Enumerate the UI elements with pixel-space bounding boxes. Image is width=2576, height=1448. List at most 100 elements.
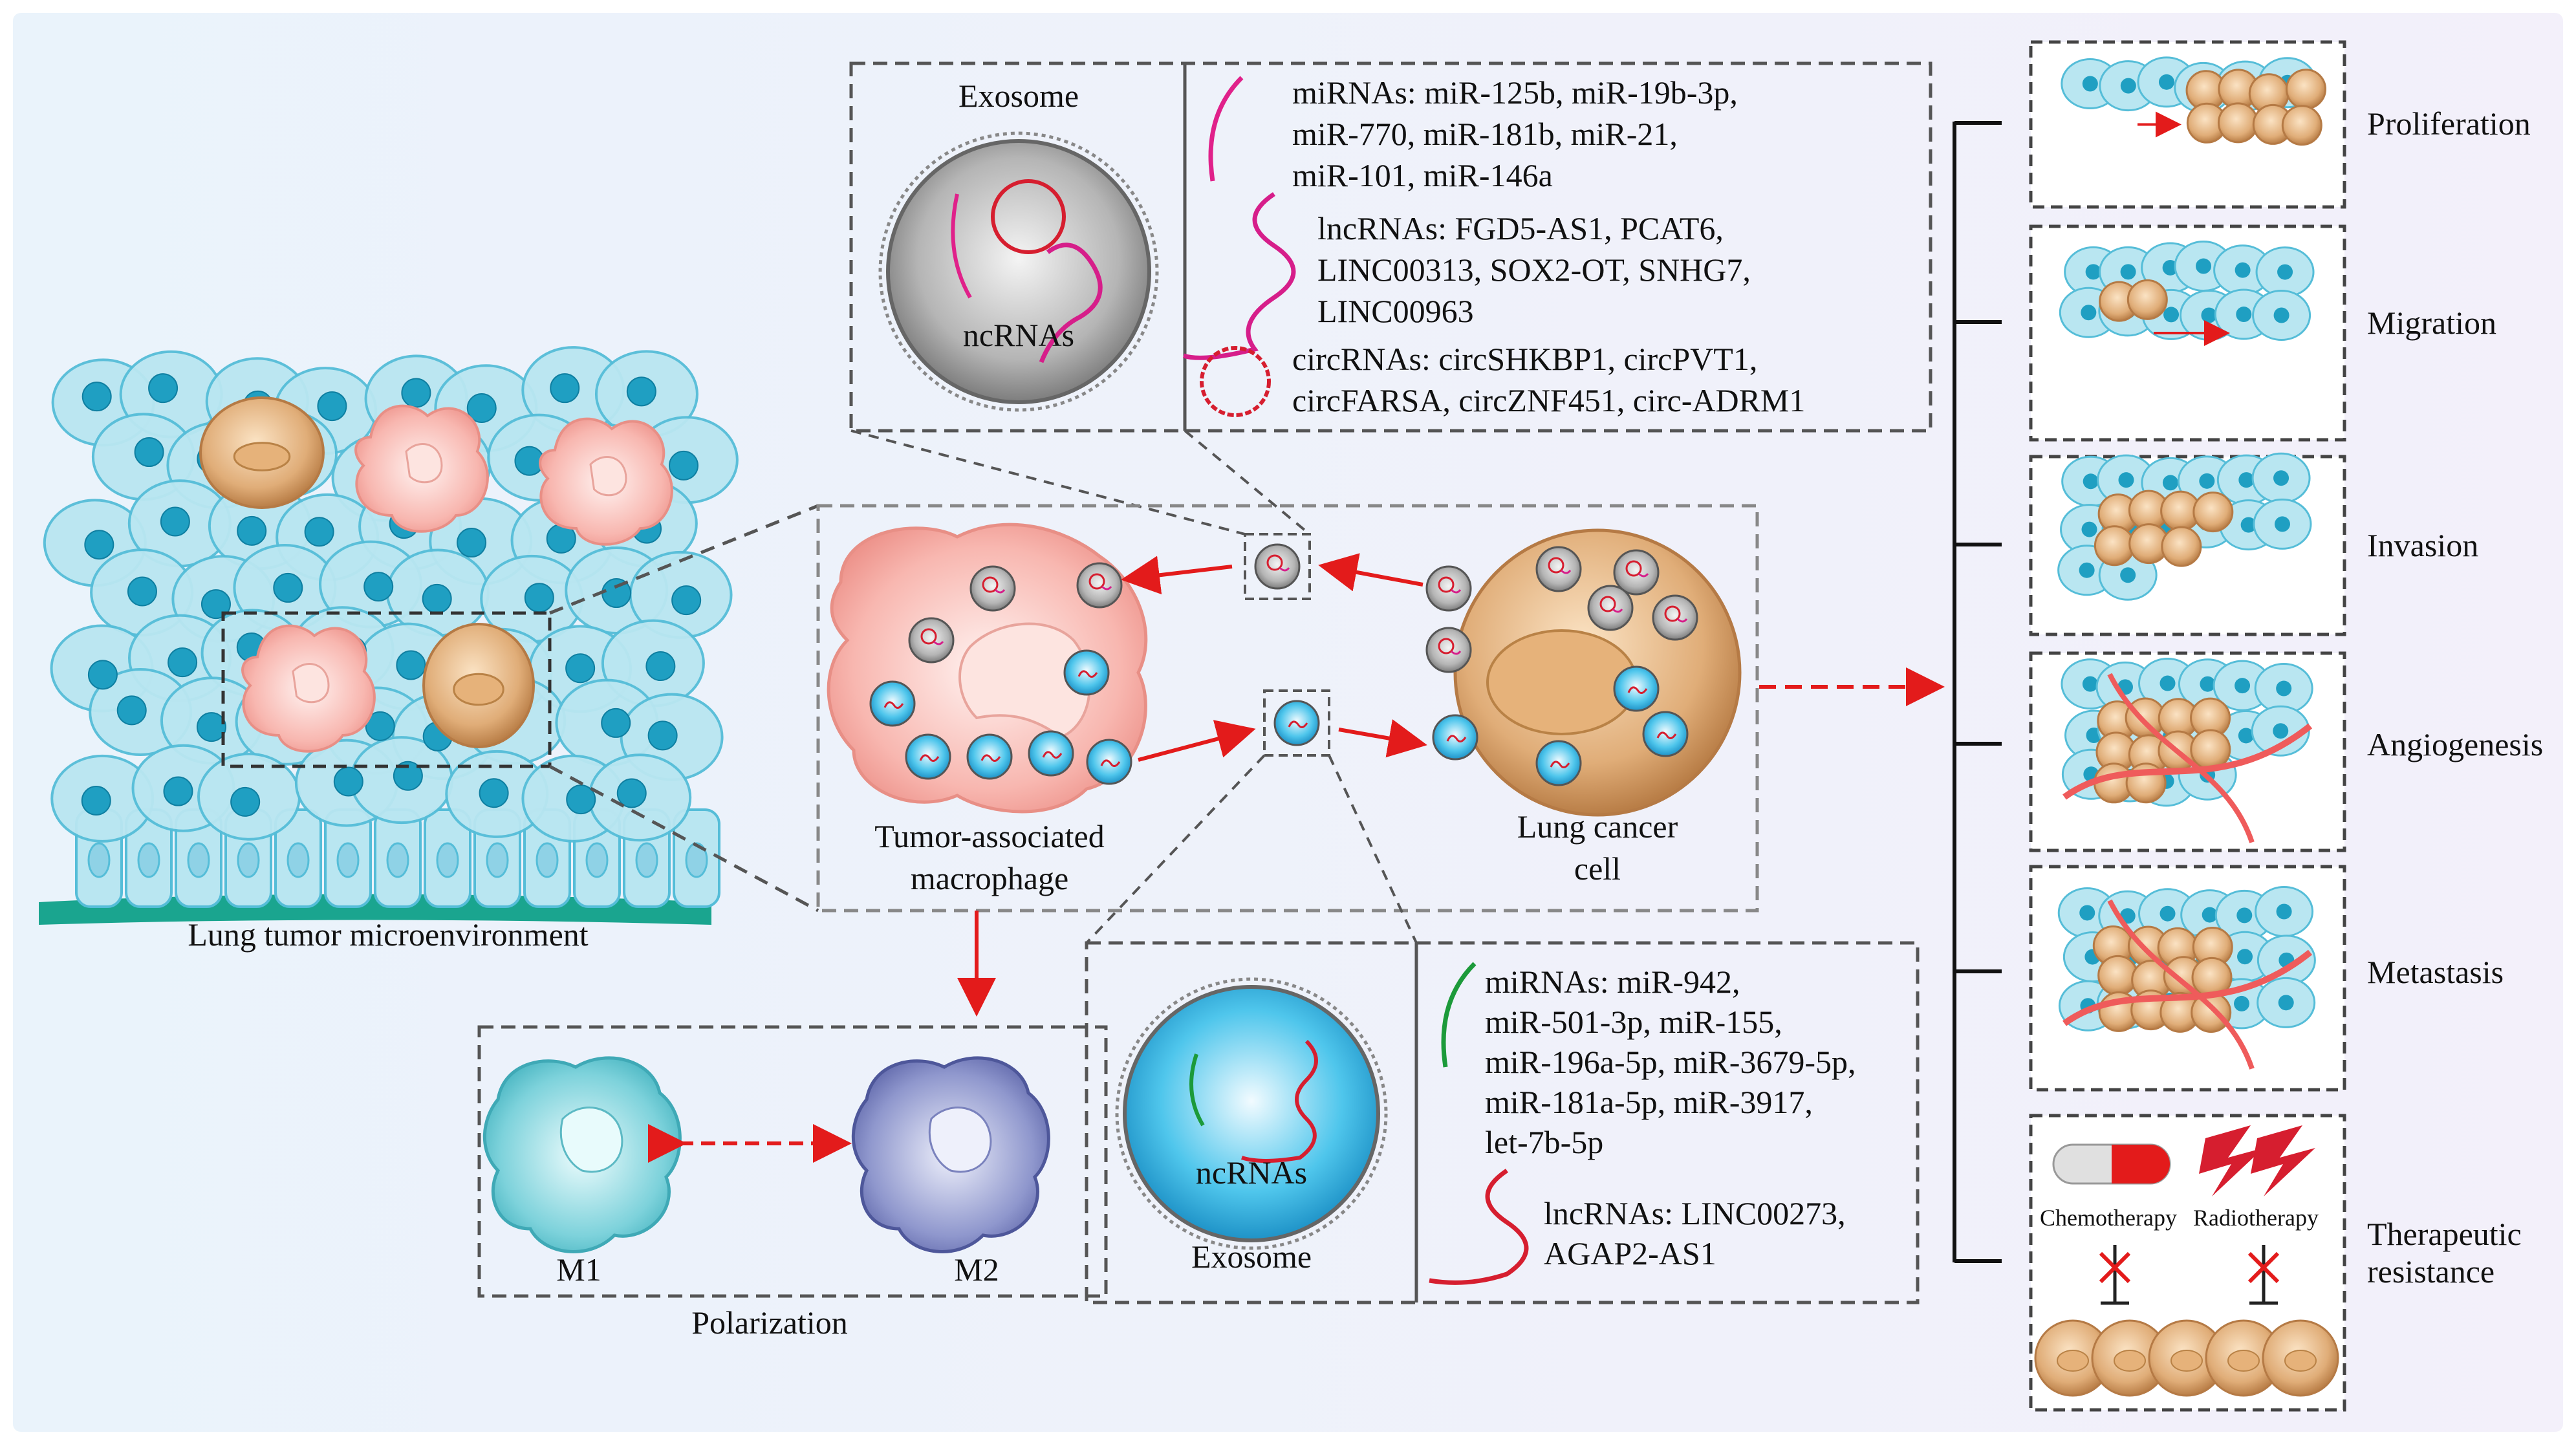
cell-interaction-panel <box>816 504 1759 913</box>
cell-nucleus <box>405 443 443 484</box>
cell-nucleus <box>479 778 509 808</box>
lncrna-line: LINC00313, SOX2-OT, SNHG7, <box>1317 252 1751 288</box>
cell-nucleus <box>2079 562 2095 578</box>
cell-nucleus <box>196 712 226 742</box>
tme-zoom-box <box>221 611 552 768</box>
cell-nucleus <box>237 515 267 546</box>
outcome-cancer-cell <box>2127 279 2168 320</box>
cell-nucleus <box>163 776 193 806</box>
chemotherapy-label: Chemotherapy <box>2040 1205 2177 1231</box>
cell-nucleus <box>2082 676 2098 692</box>
cell-nucleus <box>84 530 114 560</box>
cell-nucleus <box>2274 516 2290 532</box>
lcc-label-line2: cell <box>1574 850 1621 887</box>
cell-nucleus <box>273 572 303 603</box>
cancer-exosome <box>1642 711 1689 757</box>
m1-macrophage <box>482 1056 682 1253</box>
tme-label: Lung tumor microenvironment <box>188 916 588 953</box>
exosome-top-panel <box>849 61 1932 433</box>
cell-nucleus <box>2170 1350 2203 1372</box>
zoom-line-bottom <box>548 764 819 913</box>
cancer-exosome <box>1587 585 1634 631</box>
cell-nucleus <box>292 663 330 704</box>
cell-nucleus <box>2235 678 2251 694</box>
cell-nucleus <box>336 842 360 878</box>
cell-nucleus <box>669 450 699 481</box>
mirna-line: miRNAs: miR-125b, miR-19b-3p, <box>1292 74 1738 111</box>
outcome-cancer-cell <box>2190 729 2231 770</box>
cell-nucleus <box>2120 78 2136 94</box>
exosome-bottom-vesicle <box>1115 977 1388 1250</box>
cell-nucleus <box>671 585 702 616</box>
cancer-exosome <box>1613 665 1660 712</box>
cell-nucleus <box>635 842 658 878</box>
cell-nucleus <box>2227 1350 2260 1372</box>
cell-nucleus <box>168 647 198 678</box>
mirna-line: miR-196a-5p, miR-3679-5p, <box>1485 1044 1856 1080</box>
polarization-label: Polarization <box>691 1304 848 1341</box>
circrna-line: circRNAs: circSHKBP1, circPVT1, <box>1292 341 1757 377</box>
blocked-x-icon <box>2247 1251 2280 1284</box>
cell-nucleus <box>2159 905 2176 922</box>
cell-nucleus <box>148 373 179 404</box>
tam-exosome <box>908 617 955 664</box>
cell-nucleus <box>2202 907 2218 923</box>
cell-nucleus <box>626 376 656 407</box>
cell-nucleus <box>137 842 160 878</box>
exosome-top-vesicle <box>878 131 1159 412</box>
cell-nucleus <box>2273 723 2289 739</box>
lncrna-line: AGAP2-AS1 <box>1544 1235 1716 1271</box>
zoom-line-exo-bottom-left <box>1085 754 1266 944</box>
outcome-label: Metastasis <box>2367 954 2504 990</box>
cell-nucleus <box>2120 264 2136 280</box>
cell-nucleus <box>486 842 509 878</box>
cell-nucleus <box>601 708 631 738</box>
cell-nucleus <box>134 437 164 468</box>
circrna-line: circFARSA, circZNF451, circ-ADRM1 <box>1292 382 1805 418</box>
cell-nucleus <box>401 378 431 408</box>
mirna-line: miR-181a-5p, miR-3917, <box>1485 1084 1813 1120</box>
outcome-label: Invasion <box>2367 527 2478 563</box>
cancer-exosome <box>1425 627 1472 673</box>
cell-nucleus <box>453 673 504 706</box>
cell-nucleus <box>317 391 347 422</box>
m2-macrophage <box>851 1056 1050 1253</box>
cell-nucleus <box>333 766 363 797</box>
lightning-icon <box>2251 1125 2315 1196</box>
cell-nucleus <box>2120 567 2136 583</box>
cell-nucleus <box>565 653 596 684</box>
cell-nucleus <box>200 589 231 620</box>
cancer-exosome <box>1535 740 1582 786</box>
cell-nucleus <box>2234 995 2250 1011</box>
exo-transit-grey <box>1254 543 1301 590</box>
exosome-bottom-title: Exosome <box>1191 1238 1312 1275</box>
cell-nucleus <box>2085 264 2101 280</box>
tam-exosome <box>1086 739 1132 785</box>
lightning-icon <box>2199 1125 2264 1196</box>
cell-nucleus <box>2201 307 2217 323</box>
cell-nucleus <box>2158 74 2174 90</box>
cell-nucleus <box>2118 472 2134 488</box>
tam-exosome <box>1028 730 1074 777</box>
cell-nucleus <box>685 842 708 878</box>
mirna-line: miRNAs: miR-942, <box>1485 964 1740 1000</box>
cell-nucleus <box>87 842 111 878</box>
outcome-cancer-cell <box>2094 525 2135 567</box>
tam-exosome <box>966 733 1013 780</box>
cell-nucleus <box>524 583 554 613</box>
cell-nucleus <box>422 583 452 614</box>
cell-nucleus <box>585 842 609 878</box>
outcome-label: resistance <box>2367 1253 2495 1290</box>
outcome-cancer-cell <box>2161 526 2202 567</box>
cell-nucleus <box>237 842 260 878</box>
cell-nucleus <box>81 786 111 816</box>
cell-nucleus <box>2284 1350 2317 1372</box>
exosome-top-core-label: ncRNAs <box>963 317 1074 353</box>
polarization-panel <box>477 1025 1108 1298</box>
lcc-label-line1: Lung cancer <box>1517 808 1678 845</box>
cell-nucleus <box>2278 995 2294 1011</box>
exosome-bottom-mirna-list: miRNAs: miR-942,miR-501-3p, miR-155,miR-… <box>1485 964 1856 1160</box>
cell-nucleus <box>2236 907 2253 924</box>
cell-nucleus <box>2082 76 2098 92</box>
